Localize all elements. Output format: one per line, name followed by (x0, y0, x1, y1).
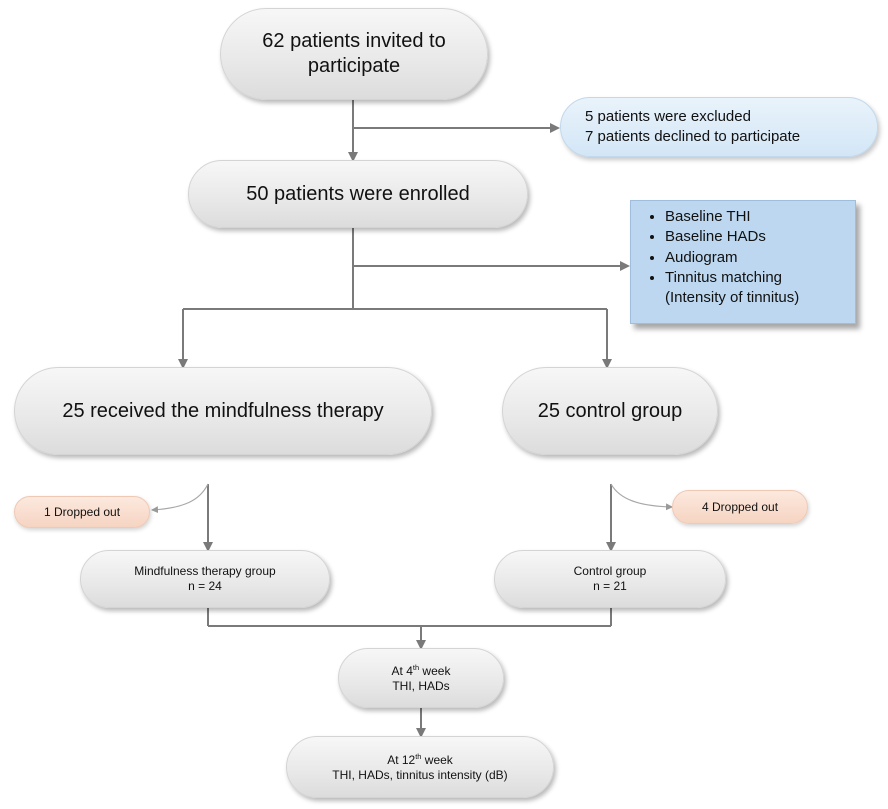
week12-box: At 12th week THI, HADs, tinnitus intensi… (286, 736, 554, 798)
excluded-line1: 5 patients were excluded (585, 107, 751, 125)
mindfulness-arm-box: 25 received the mindfulness therapy (14, 367, 432, 455)
week12-sup: th (415, 751, 422, 761)
mindfulness-arm-text: 25 received the mindfulness therapy (62, 399, 384, 422)
dropout-right-badge: 4 Dropped out (672, 490, 808, 524)
week4-line1: At 4th week (392, 663, 451, 679)
week12-post: week (421, 752, 453, 767)
dropout-right-text: 4 Dropped out (701, 500, 779, 514)
enrolled-box: 50 patients were enrolled (188, 160, 528, 228)
mindfulness-group-line2: n = 24 (188, 579, 222, 593)
week4-post: week (419, 663, 451, 678)
week12-pre: At 12 (387, 752, 416, 767)
week4-line2: THI, HADs (392, 678, 450, 693)
assessment-item: Tinnitus matching (665, 268, 845, 288)
assessment-item: Baseline HADs (665, 227, 845, 247)
week4-box: At 4th week THI, HADs (338, 648, 504, 708)
invited-line2: participate (307, 55, 401, 77)
week4-sup: th (412, 662, 420, 672)
control-arm-box: 25 control group (502, 367, 718, 455)
assessment-list: Baseline THI Baseline HADs Audiogram Tin… (643, 207, 845, 288)
excluded-line2: 7 patients declined to participate (585, 128, 801, 145)
arrow-dropout-right (610, 483, 673, 511)
arrow-dropout-left (151, 483, 209, 514)
dropout-left-badge: 1 Dropped out (14, 496, 150, 528)
control-group-line2: n = 21 (593, 579, 627, 593)
dropout-left-text: 1 Dropped out (43, 505, 121, 519)
baseline-assessments-box: Baseline THI Baseline HADs Audiogram Tin… (630, 200, 856, 324)
week4-pre: At 4 (391, 663, 413, 678)
week12-line2: THI, HADs, tinnitus intensity (dB) (332, 767, 508, 782)
assessment-item-note: (Intensity of tinnitus) (665, 289, 800, 306)
invited-box: 62 patients invited to participate (220, 8, 488, 100)
week12-line1: At 12th week (387, 752, 453, 768)
control-group-line1: Control group (573, 564, 647, 578)
assessment-item: Baseline THI (665, 207, 845, 227)
invited-line1: 62 patients invited to (262, 30, 446, 52)
control-arm-text: 25 control group (537, 399, 683, 422)
mindfulness-group-box: Mindfulness therapy group n = 24 (80, 550, 330, 608)
assessment-item: Audiogram (665, 248, 845, 268)
mindfulness-group-line1: Mindfulness therapy group (134, 564, 276, 578)
control-group-box: Control group n = 21 (494, 550, 726, 608)
excluded-box: 5 patients were excluded 7 patients decl… (560, 97, 878, 157)
enrolled-text: 50 patients were enrolled (246, 182, 470, 205)
